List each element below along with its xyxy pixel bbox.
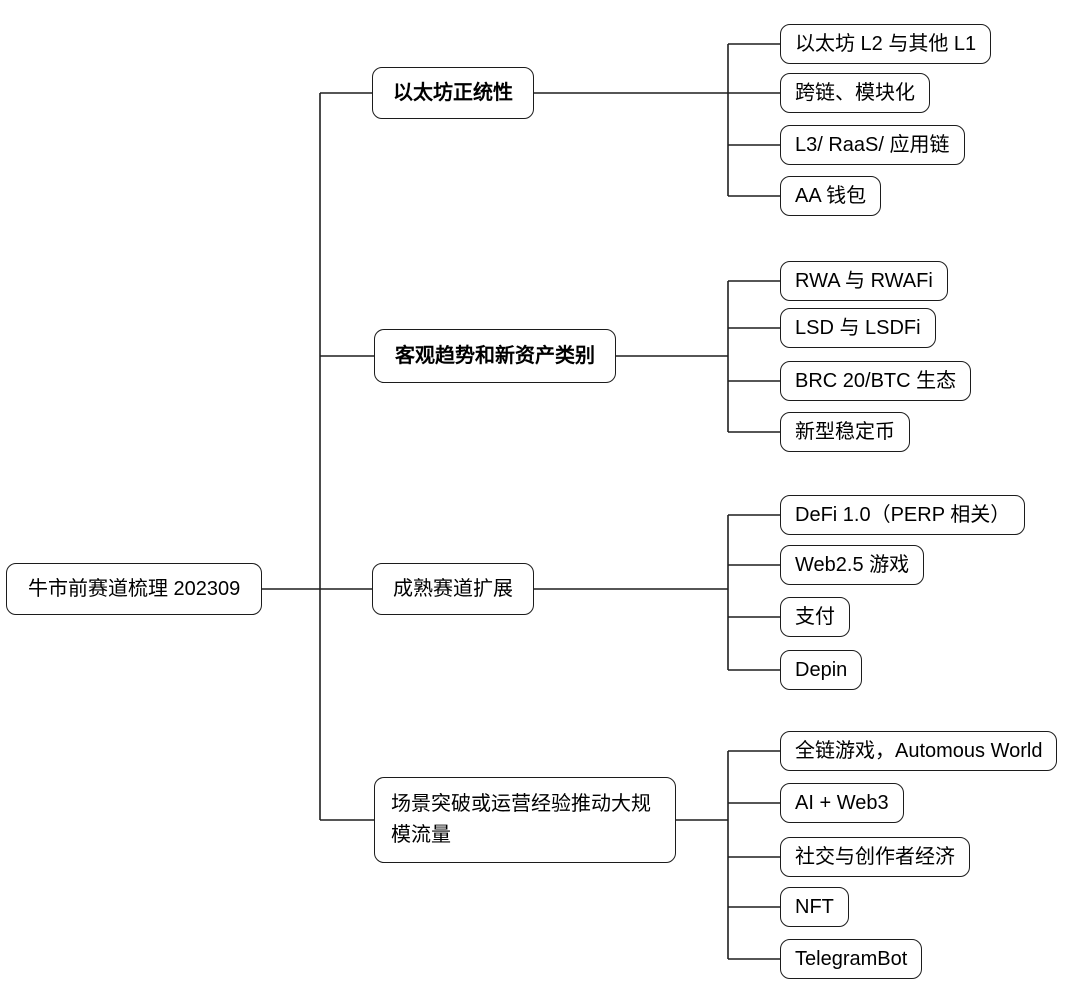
branch-node-new-asset-trends: 客观趋势和新资产类别 bbox=[374, 329, 616, 383]
leaf-trunk-4 bbox=[727, 750, 800, 960]
leaf-node-crosschain-modular: 跨链、模块化 bbox=[780, 73, 930, 113]
leaf-trunk-1 bbox=[727, 43, 800, 197]
leaf-node-new-stablecoin: 新型稳定币 bbox=[780, 412, 910, 452]
leaf-node-defi-perp: DeFi 1.0（PERP 相关） bbox=[780, 495, 1026, 535]
leaf-node-depin: Depin bbox=[780, 650, 863, 690]
branch-node-mass-traffic: 场景突破或运营经验推动大规模流量 bbox=[374, 777, 676, 863]
branch-node-ethereum-legitimacy: 以太坊正统性 bbox=[372, 67, 534, 119]
leaf-node-ai-web3: AI + Web3 bbox=[780, 783, 904, 823]
leaf-node-l3-raas-appchain: L3/ RaaS/ 应用链 bbox=[780, 125, 965, 165]
leaf-node-social-creator-economy: 社交与创作者经济 bbox=[780, 837, 970, 877]
leaf-node-web25-games: Web2.5 游戏 bbox=[780, 545, 925, 585]
leaf-node-nft: NFT bbox=[780, 887, 849, 927]
leaf-node-payments: 支付 bbox=[780, 597, 850, 637]
leaf-trunk-3 bbox=[727, 514, 800, 671]
leaf-node-aa-wallet: AA 钱包 bbox=[780, 176, 882, 216]
leaf-node-telegrambot: TelegramBot bbox=[780, 939, 923, 979]
trunk-line bbox=[250, 93, 321, 820]
leaf-node-lsd-lsdfi: LSD 与 LSDFi bbox=[780, 308, 936, 348]
leaf-node-rwa-rwafi: RWA 与 RWAFi bbox=[780, 261, 948, 301]
leaf-trunk-2 bbox=[727, 280, 800, 433]
leaf-node-fullchain-games-autonomous-world: 全链游戏，Automous World bbox=[780, 731, 1058, 771]
leaf-node-eth-l2-other-l1: 以太坊 L2 与其他 L1 bbox=[780, 24, 992, 64]
branch-node-mature-track-expansion: 成熟赛道扩展 bbox=[372, 563, 534, 615]
root-node: 牛市前赛道梳理 202309 bbox=[6, 563, 263, 615]
leaf-node-brc20-btc-eco: BRC 20/BTC 生态 bbox=[780, 361, 972, 401]
